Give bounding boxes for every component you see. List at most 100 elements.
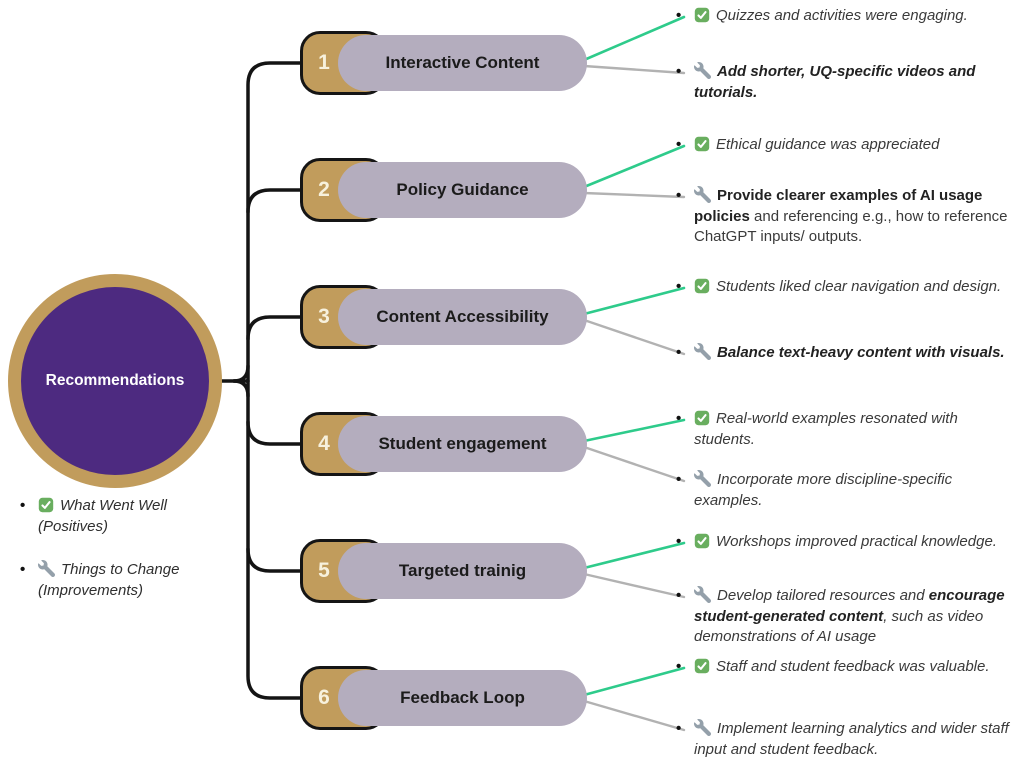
node-6: 6 Feedback Loop: [300, 666, 587, 730]
annotation-text: Add shorter, UQ-specific videos and tuto…: [694, 63, 976, 101]
node-5-title: Targeted trainig: [398, 561, 527, 580]
node-4-title: Student engagement: [378, 434, 547, 453]
node-3-title: Content Accessibility: [376, 307, 549, 326]
bullet: •: [20, 561, 26, 578]
root-flare-down: [232, 379, 250, 398]
node-4: 4 Student engagement: [300, 412, 587, 476]
node-1-title: Interactive Content: [385, 53, 540, 72]
check-icon: [694, 277, 716, 298]
wrench-icon: [694, 185, 717, 207]
root-flare-up: [232, 364, 250, 383]
node-5-number: 5: [318, 559, 330, 582]
check-icon: [38, 496, 60, 517]
annotation-text: Ethical guidance was appreciated: [716, 136, 940, 153]
trunk-line: [246, 61, 302, 700]
legend-text: Things to Change (Improvements): [38, 561, 180, 599]
annotation-text: Provide clearer examples of AI usage pol…: [694, 187, 1008, 246]
positive-line-2: [582, 144, 686, 189]
node-2-pill: Policy Guidance: [338, 162, 587, 218]
annotation-positive-6: • Staff and student feedback was valuabl…: [676, 657, 1020, 678]
annotation-text: Implement learning analytics and wider s…: [694, 720, 1009, 758]
wrench-icon: [694, 469, 717, 491]
annotation-improvement-5: • Develop tailored resources and encoura…: [676, 585, 1020, 648]
node-3-pill: Content Accessibility: [338, 289, 587, 345]
positive-line-1: [582, 15, 686, 62]
check-icon: [694, 6, 716, 27]
bullet: •: [676, 136, 682, 153]
annotation-improvement-1: • Add shorter, UQ-specific videos and tu…: [676, 61, 1020, 103]
annotation-positive-2: • Ethical guidance was appreciated: [676, 135, 1020, 156]
bullet: •: [676, 278, 682, 295]
legend-text: What Went Well (Positives): [38, 497, 167, 535]
improvement-line-1: [582, 64, 686, 75]
improvement-line-3: [582, 318, 686, 356]
wrench-icon: [694, 718, 717, 740]
node-3: 3 Content Accessibility: [300, 285, 587, 349]
bullet: •: [676, 63, 682, 80]
node-4-pill: Student engagement: [338, 416, 587, 472]
branch-line-2: [246, 188, 302, 214]
annotation-text: Students liked clear navigation and desi…: [716, 278, 1002, 295]
node-6-number: 6: [318, 686, 330, 709]
bullet: •: [20, 497, 26, 514]
bullet: •: [676, 7, 682, 24]
positive-line-4: [582, 418, 686, 443]
wrench-icon: [694, 342, 717, 364]
improvement-line-6: [582, 699, 686, 732]
branch-line-3: [246, 315, 302, 341]
annotation-text: Balance text-heavy content with visuals.: [717, 344, 1005, 361]
branch-line-4: [246, 420, 302, 446]
annotation-text: Incorporate more discipline-specific exa…: [694, 471, 953, 509]
annotation-positive-5: • Workshops improved practical knowledge…: [676, 532, 1020, 553]
node-2: 2 Policy Guidance: [300, 158, 587, 222]
bullet: •: [676, 533, 682, 550]
wrench-icon: [38, 559, 61, 581]
annotation-positive-1: • Quizzes and activities were engaging.: [676, 6, 1020, 27]
check-icon: [694, 657, 716, 678]
positive-line-3: [582, 286, 686, 316]
annotation-positive-4: • Real-world examples resonated with stu…: [676, 409, 1020, 450]
node-1-number: 1: [318, 51, 330, 74]
bullet: •: [676, 344, 682, 361]
positive-line-6: [582, 666, 686, 697]
node-5-pill: Targeted trainig: [338, 543, 587, 599]
root-label: Recommendations: [45, 372, 185, 389]
improvement-line-4: [582, 445, 686, 483]
bullet: •: [676, 587, 682, 604]
annotation-text: Workshops improved practical knowledge.: [716, 533, 997, 550]
annotation-text: Staff and student feedback was valuable.: [716, 658, 990, 675]
legend-item-positive: • What Went Well (Positives): [20, 496, 230, 537]
root-node: Recommendations: [8, 274, 222, 488]
annotation-text: Real-world examples resonated with stude…: [694, 410, 958, 448]
node-1-pill: Interactive Content: [338, 35, 587, 91]
node-5: 5 Targeted trainig: [300, 539, 587, 603]
wrench-icon: [694, 585, 717, 607]
check-icon: [694, 409, 716, 430]
wrench-icon: [694, 61, 717, 83]
annotation-improvement-6: • Implement learning analytics and wider…: [676, 718, 1020, 760]
check-icon: [694, 532, 716, 553]
bullet: •: [676, 410, 682, 427]
check-icon: [694, 135, 716, 156]
node-6-title: Feedback Loop: [400, 688, 525, 707]
improvement-line-2: [582, 191, 686, 199]
legend-item-improvement: • Things to Change (Improvements): [20, 559, 230, 601]
bullet: •: [676, 658, 682, 675]
improvement-line-5: [582, 572, 686, 599]
bullet: •: [676, 187, 682, 204]
node-2-title: Policy Guidance: [396, 180, 529, 199]
node-2-number: 2: [318, 178, 330, 201]
node-4-number: 4: [318, 432, 330, 455]
annotation-improvement-3: • Balance text-heavy content with visual…: [676, 342, 1020, 364]
annotation-positive-3: • Students liked clear navigation and de…: [676, 277, 1020, 298]
node-3-number: 3: [318, 305, 330, 328]
annotation-text: Quizzes and activities were engaging.: [716, 7, 968, 24]
node-6-pill: Feedback Loop: [338, 670, 587, 726]
annotation-improvement-2: • Provide clearer examples of AI usage p…: [676, 185, 1020, 248]
branch-line-5: [246, 547, 302, 573]
annotation-text: Develop tailored resources and encourage…: [694, 587, 1005, 646]
bullet: •: [676, 471, 682, 488]
positive-line-5: [582, 541, 686, 570]
